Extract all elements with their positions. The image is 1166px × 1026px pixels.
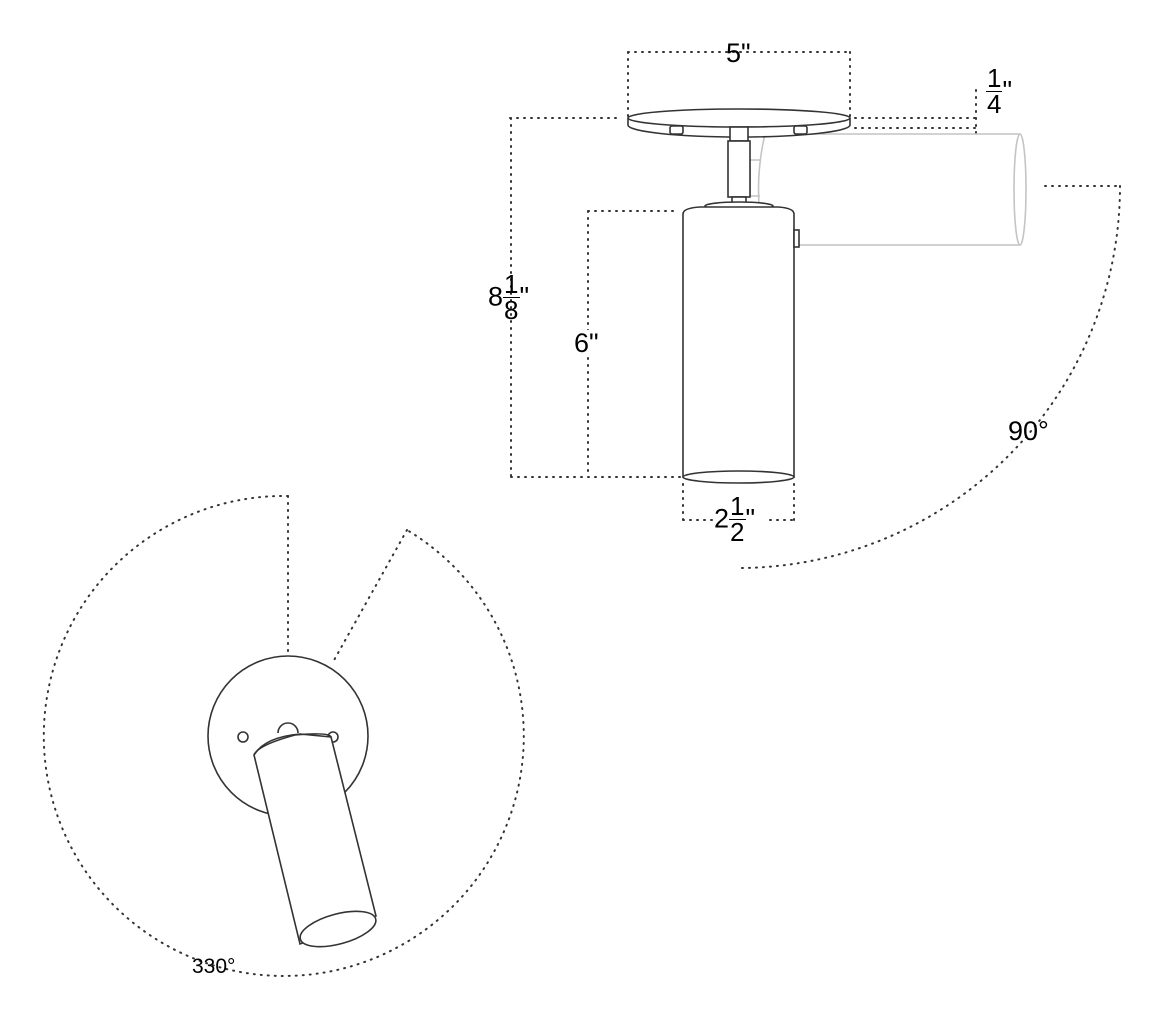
shade-diameter-label: 2 1 2 ": [714, 491, 756, 547]
denominator: 2: [730, 516, 745, 547]
whole-value: 8: [488, 281, 504, 312]
tilt-angle-label: 90°: [1008, 416, 1049, 446]
shade-height-value: 6: [574, 328, 590, 358]
inch-mark: ": [1002, 75, 1013, 106]
canopy-width-value: 5: [726, 38, 742, 68]
rotation-angle-label: 330°: [192, 955, 236, 978]
inch-mark: ": [519, 281, 530, 312]
inch-mark: ": [745, 503, 756, 534]
overall-height-label: 8 1 8 ": [488, 269, 530, 325]
numerator: 1: [986, 63, 1003, 93]
top-view-fixture: [207, 655, 377, 948]
stem: [704, 126, 774, 211]
shade: [682, 206, 800, 484]
numerator: 1: [729, 491, 746, 521]
fraction: 1 2: [729, 491, 746, 547]
denominator: 4: [987, 88, 1002, 119]
denominator: 8: [504, 294, 519, 325]
numerator: 1: [503, 269, 520, 299]
canopy-thickness-label: 1 4 ": [986, 63, 1013, 119]
whole-value: 2: [714, 503, 730, 534]
inch-mark: ": [741, 38, 751, 68]
shade-height-label: 6": [574, 330, 599, 357]
inch-mark: ": [589, 328, 599, 358]
canopy-width-label: 5": [726, 40, 751, 67]
fraction: 1 8: [503, 269, 520, 325]
fraction: 1 4: [986, 63, 1003, 119]
rotation-arc: [42, 494, 525, 977]
